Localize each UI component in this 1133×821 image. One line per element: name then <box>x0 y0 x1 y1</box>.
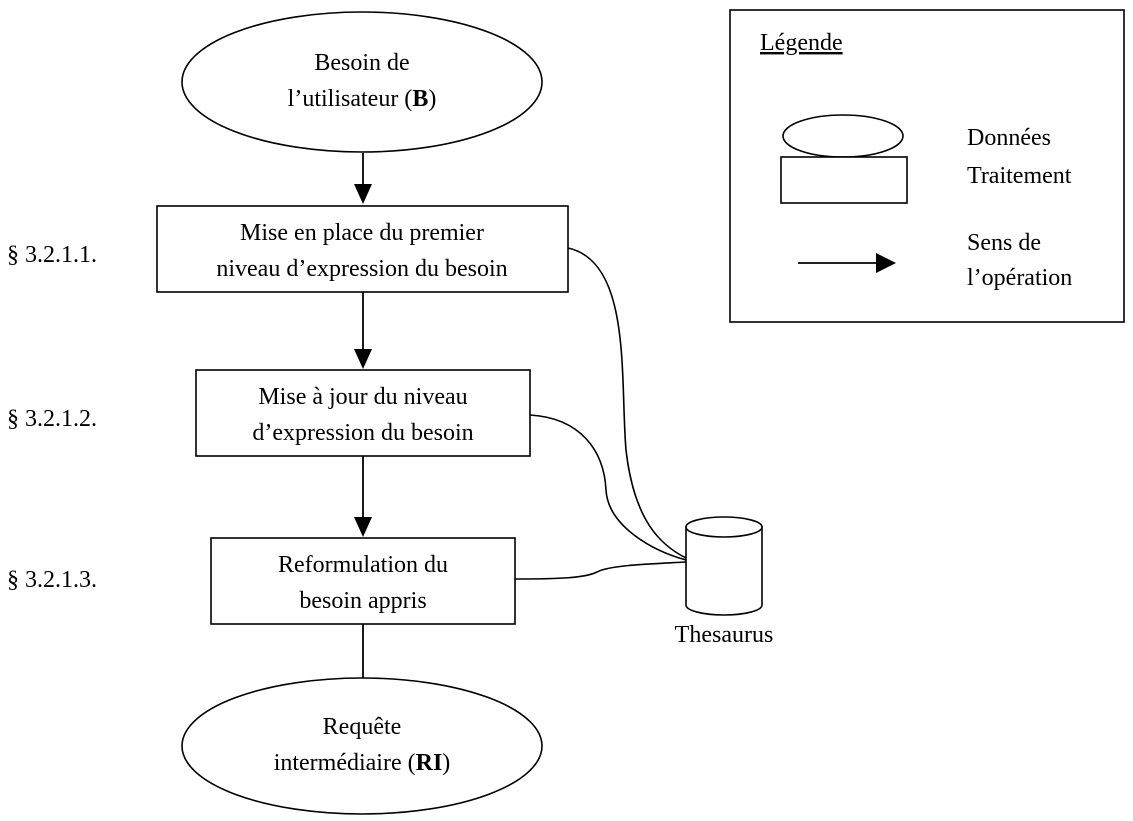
process-box <box>195 369 531 457</box>
step2-line2: d’expression du besoin <box>252 420 473 446</box>
data-ellipse <box>181 11 543 153</box>
arrow-step1-to-step2 <box>354 292 372 369</box>
legend-process-label: Traitement <box>967 163 1072 189</box>
besoin-line2: l’utilisateur (B) <box>288 86 437 112</box>
requete-line1: Requête <box>323 714 402 740</box>
step2-line1: Mise à jour du niveau <box>258 384 467 410</box>
node-step3: Reformulation du besoin appris <box>210 537 516 625</box>
thesaurus-connectors <box>514 247 687 580</box>
section-ref-step3: § 3.2.1.3. <box>7 567 97 593</box>
section-ref-step2: § 3.2.1.2. <box>7 406 97 432</box>
legend-box <box>729 9 1125 323</box>
node-step1: Mise en place du premier niveau d’expres… <box>156 205 569 293</box>
legend-process-box <box>780 156 908 204</box>
connector-step3-thesaurus <box>514 561 687 580</box>
legend-direction-line1: Sens de <box>967 230 1041 256</box>
legend-direction-line2: l’opération <box>967 265 1072 291</box>
step1-line2: niveau d’expression du besoin <box>216 256 507 282</box>
node-step2: Mise à jour du niveau d’expression du be… <box>195 369 531 457</box>
thesaurus-label: Thesaurus <box>675 622 774 648</box>
node-requete-intermediaire: Requête intermédiaire (RI) <box>181 677 543 815</box>
arrow-besoin-to-step1 <box>354 153 372 204</box>
step3-line1: Reformulation du <box>278 552 448 578</box>
step1-line1: Mise en place du premier <box>240 220 484 246</box>
connector-step1-thesaurus <box>567 247 687 559</box>
node-besoin-utilisateur: Besoin de l’utilisateur (B) <box>181 11 543 153</box>
thesaurus-database-icon <box>685 516 763 616</box>
besoin-line1: Besoin de <box>314 50 409 76</box>
legend-data-label: Données <box>967 125 1051 151</box>
legend-title: Légende <box>760 30 843 56</box>
connector-step2-thesaurus <box>529 414 687 561</box>
legend-data-ellipse <box>782 114 904 158</box>
data-ellipse <box>181 677 543 815</box>
arrow-step2-to-step3 <box>354 456 372 537</box>
requete-line2: intermédiaire (RI) <box>274 750 451 776</box>
step3-line2: besoin appris <box>299 588 426 614</box>
process-box <box>210 537 516 625</box>
legend: Légende Données Traitement Sens de l’opé… <box>729 9 1125 323</box>
section-ref-step1: § 3.2.1.1. <box>7 242 97 268</box>
legend-arrow-head-icon <box>876 253 896 273</box>
